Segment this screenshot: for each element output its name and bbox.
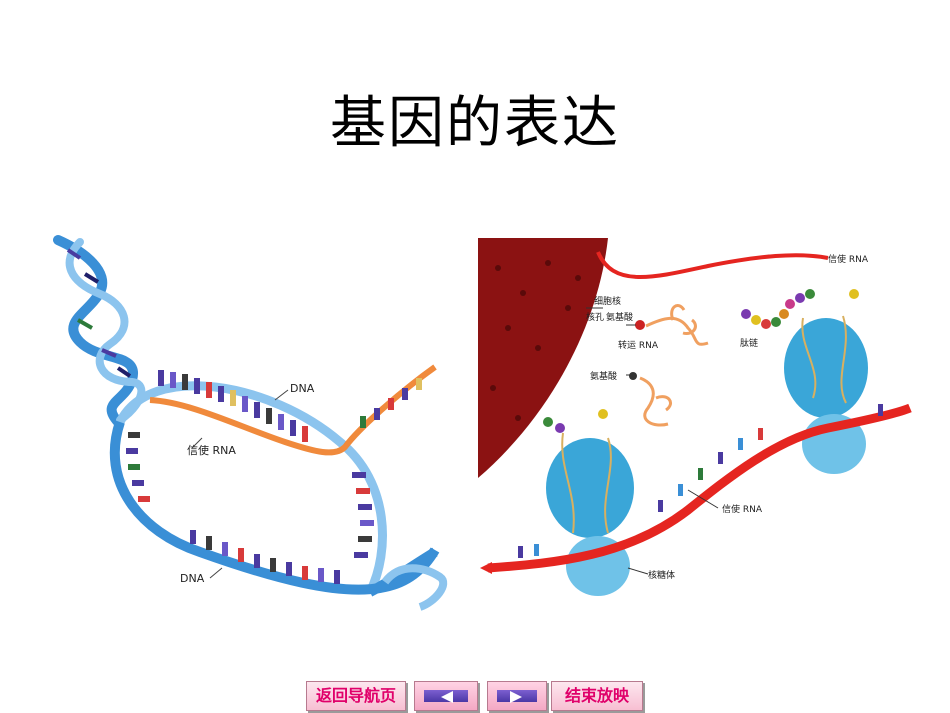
previous-slide-button[interactable] xyxy=(414,681,478,711)
transcription-diagram: DNA 信使 RNA DNA xyxy=(40,232,460,622)
nucleotide-bases-left xyxy=(126,432,150,502)
label-amino-acid-1: 氨基酸 xyxy=(606,311,633,323)
label-mrna: 信使 RNA xyxy=(187,444,236,457)
label-dna-bottom: DNA xyxy=(180,572,205,585)
mrna-main-strand xyxy=(487,403,912,573)
nucleotide-bases-upper xyxy=(158,370,308,442)
end-show-button[interactable]: 结束放映 xyxy=(551,681,643,711)
label-peptide: 肽链 xyxy=(740,337,758,349)
back-to-nav-button[interactable]: 返回导航页 xyxy=(306,681,406,711)
dna-helix-top xyxy=(53,235,146,427)
label-nucleus: 细胞核 xyxy=(594,295,621,307)
trna-molecule-2 xyxy=(629,372,672,427)
mrna-strand xyxy=(149,364,437,456)
translation-illustration: 信使 RNA 细胞核 核孔 氨基酸 转运 RNA 肽链 氨基酸 信使 RNA 核… xyxy=(478,238,912,596)
left-arrow-icon xyxy=(441,691,453,703)
label-mrna-top: 信使 RNA xyxy=(828,253,869,265)
label-nuclear-pore: 核孔 xyxy=(586,311,604,323)
dna-lower-strand xyxy=(109,420,440,595)
codon-bases xyxy=(518,404,883,558)
right-arrow-icon xyxy=(510,691,522,703)
nucleotide-bases-right xyxy=(352,472,374,558)
ribosome-left xyxy=(543,409,634,596)
label-mrna-bottom: 信使 RNA xyxy=(722,503,763,515)
trna-molecule xyxy=(635,304,709,346)
peptide-chain xyxy=(741,289,815,329)
mrna-bases-tail xyxy=(360,378,422,428)
label-trna: 转运 RNA xyxy=(618,339,659,351)
label-dna-top: DNA xyxy=(290,382,315,395)
mrna-top-strand xyxy=(596,251,829,279)
page-title: 基因的表达 xyxy=(330,91,620,156)
dna-transcription-illustration: DNA 信使 RNA DNA xyxy=(53,235,448,611)
nuclear-pores xyxy=(490,260,581,421)
label-amino-acid-2: 氨基酸 xyxy=(590,370,617,382)
ribosome-right xyxy=(784,289,868,474)
next-slide-button[interactable] xyxy=(487,681,547,711)
translation-diagram: 信使 RNA 细胞核 核孔 氨基酸 转运 RNA 肽链 氨基酸 信使 RNA 核… xyxy=(478,238,918,610)
cell-nucleus xyxy=(478,238,608,478)
label-ribosome: 核糖体 xyxy=(648,569,675,581)
nucleotide-bases-bottom xyxy=(190,530,340,584)
dna-outer-strand xyxy=(115,381,387,595)
